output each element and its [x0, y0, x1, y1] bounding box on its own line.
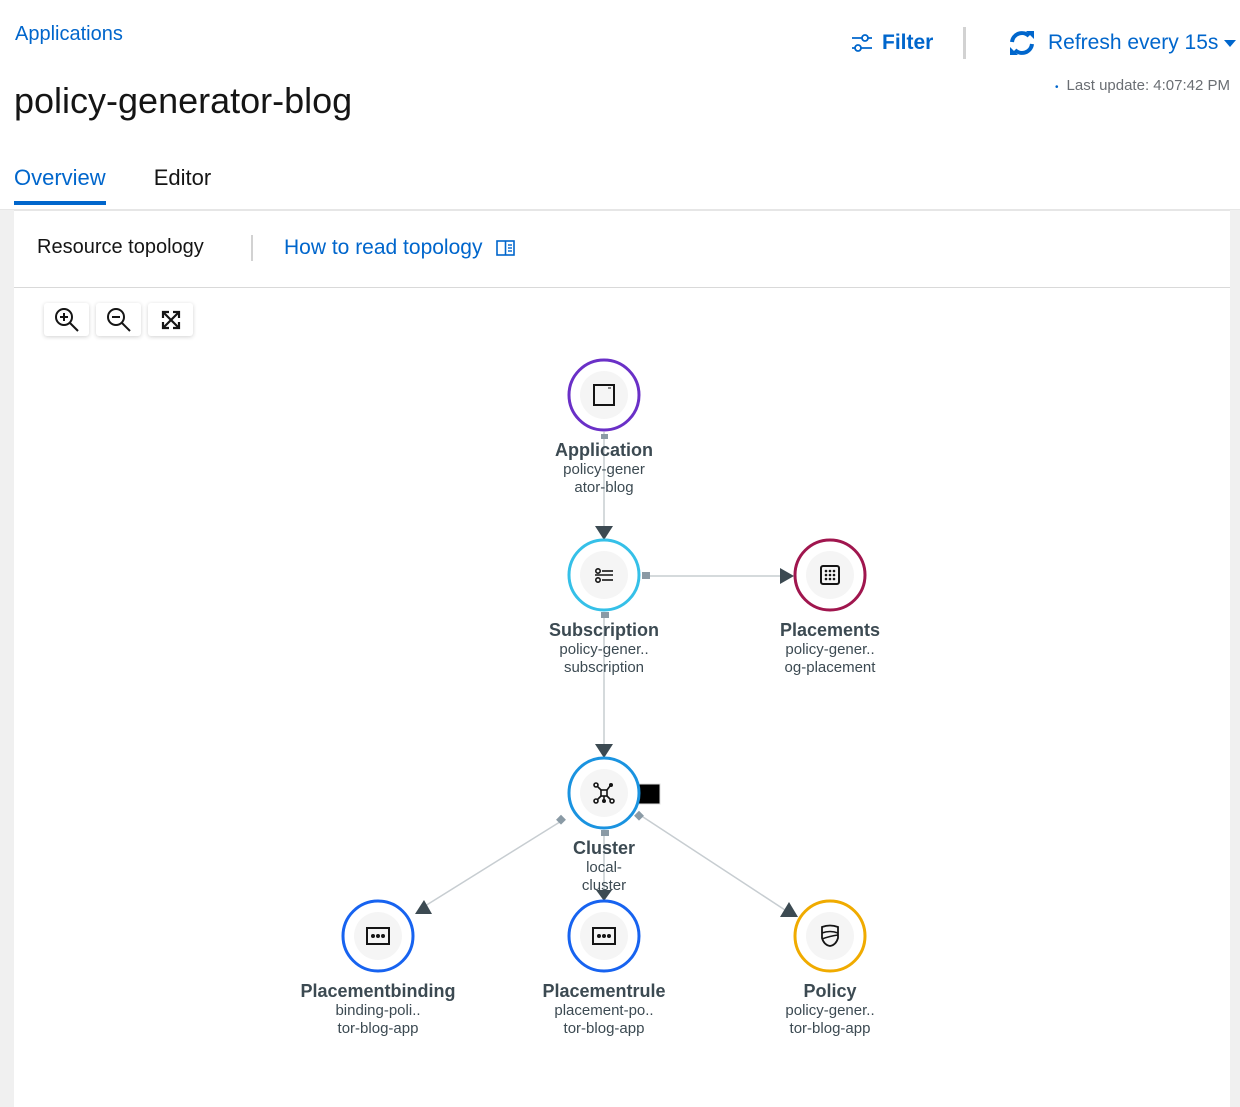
node-name-line1: binding-poli..	[335, 1002, 420, 1019]
refresh-dropdown[interactable]: Refresh every 15s	[1008, 30, 1237, 56]
node-name-line2: og-placement	[785, 659, 877, 676]
topology-node-placements[interactable]: Placements policy-gener.. og-placement	[780, 538, 880, 676]
topology-node-policy[interactable]: Policy policy-gener.. tor-blog-app	[785, 899, 875, 1037]
arrow-head	[780, 902, 798, 917]
node-name-line2: ator-blog	[574, 479, 633, 496]
topology-node-placementrule[interactable]: Placementrule placement-po.. tor-blog-ap…	[542, 899, 666, 1037]
gutter-right	[1230, 210, 1240, 1107]
node-name-line2: cluster	[582, 877, 626, 894]
topology-node-cluster[interactable]: Cluster local- cluster	[567, 756, 641, 894]
node-name-line2: tor-blog-app	[564, 1020, 645, 1037]
caret-down-icon	[1224, 39, 1237, 47]
divider	[251, 235, 253, 261]
subscription-icon	[595, 568, 613, 584]
how-to-read-topology-link[interactable]: How to read topology	[284, 236, 516, 260]
node-name-line1: placement-po..	[554, 1002, 653, 1019]
refresh-label: Refresh every 15s	[1048, 31, 1219, 54]
zoom-out-button[interactable]	[96, 303, 141, 336]
divider	[963, 27, 966, 59]
node-name-line2: subscription	[564, 659, 644, 676]
node-name-line1: local-	[586, 859, 622, 876]
node-type: Subscription	[549, 620, 659, 640]
arrow-head	[780, 568, 794, 584]
node-name-line1: policy-gener	[563, 461, 645, 478]
cluster-icon	[593, 782, 615, 804]
arrow-head	[596, 890, 612, 901]
node-name-line1: policy-gener..	[785, 1002, 874, 1019]
arrow-head	[595, 526, 613, 540]
topology-node-subscription[interactable]: Subscription policy-gener.. subscription	[549, 538, 659, 676]
node-type: Placements	[780, 620, 880, 640]
arrow-head	[415, 900, 432, 914]
node-type: Application	[555, 440, 653, 460]
fit-to-screen-button[interactable]	[148, 303, 193, 336]
divider	[0, 209, 1240, 211]
topology-node-placementbinding[interactable]: Placementbinding binding-poli.. tor-blog…	[300, 899, 456, 1037]
node-type: Placementbinding	[300, 981, 455, 1001]
placements-icon	[820, 565, 840, 585]
tab-editor[interactable]: Editor	[153, 165, 212, 190]
node-type: Policy	[803, 981, 856, 1001]
book-open-icon	[496, 240, 516, 256]
node-type: Cluster	[573, 838, 635, 858]
topology-node-application[interactable]: Application policy-gener ator-blog	[555, 358, 653, 496]
panel-title: Resource topology	[37, 236, 204, 258]
sync-icon	[1010, 31, 1034, 55]
gutter-left	[0, 210, 14, 1107]
zoom-in-icon	[54, 307, 79, 332]
sliders-icon	[852, 34, 872, 52]
last-update-text: Last update: 4:07:42 PM	[1066, 77, 1230, 94]
edge	[639, 814, 786, 911]
last-update: •Last update: 4:07:42 PM	[1055, 77, 1230, 94]
tab-overview[interactable]: Overview	[14, 165, 106, 205]
node-name-line1: policy-gener..	[559, 641, 648, 658]
node-type: Placementrule	[542, 981, 665, 1001]
tabs: Overview Editor	[14, 165, 211, 205]
filter-button[interactable]: Filter	[852, 31, 933, 55]
breadcrumb-applications[interactable]: Applications	[15, 23, 123, 45]
edge	[424, 819, 564, 907]
filter-label: Filter	[882, 31, 934, 54]
application-icon	[593, 384, 615, 406]
panel-header: Resource topology How to read topology	[14, 211, 1230, 288]
placementrule-icon	[592, 927, 616, 945]
arrow-head	[595, 744, 613, 758]
zoom-in-button[interactable]	[44, 303, 89, 336]
zoom-controls	[44, 303, 193, 336]
zoom-out-icon	[106, 307, 131, 332]
expand-icon	[161, 310, 180, 329]
placementbinding-icon	[366, 927, 390, 945]
page-title: policy-generator-blog	[14, 80, 353, 121]
node-name-line2: tor-blog-app	[338, 1020, 419, 1037]
help-link-label: How to read topology	[284, 236, 483, 259]
policy-icon	[821, 924, 839, 947]
node-name-line1: policy-gener..	[785, 641, 874, 658]
node-name-line2: tor-blog-app	[790, 1020, 871, 1037]
